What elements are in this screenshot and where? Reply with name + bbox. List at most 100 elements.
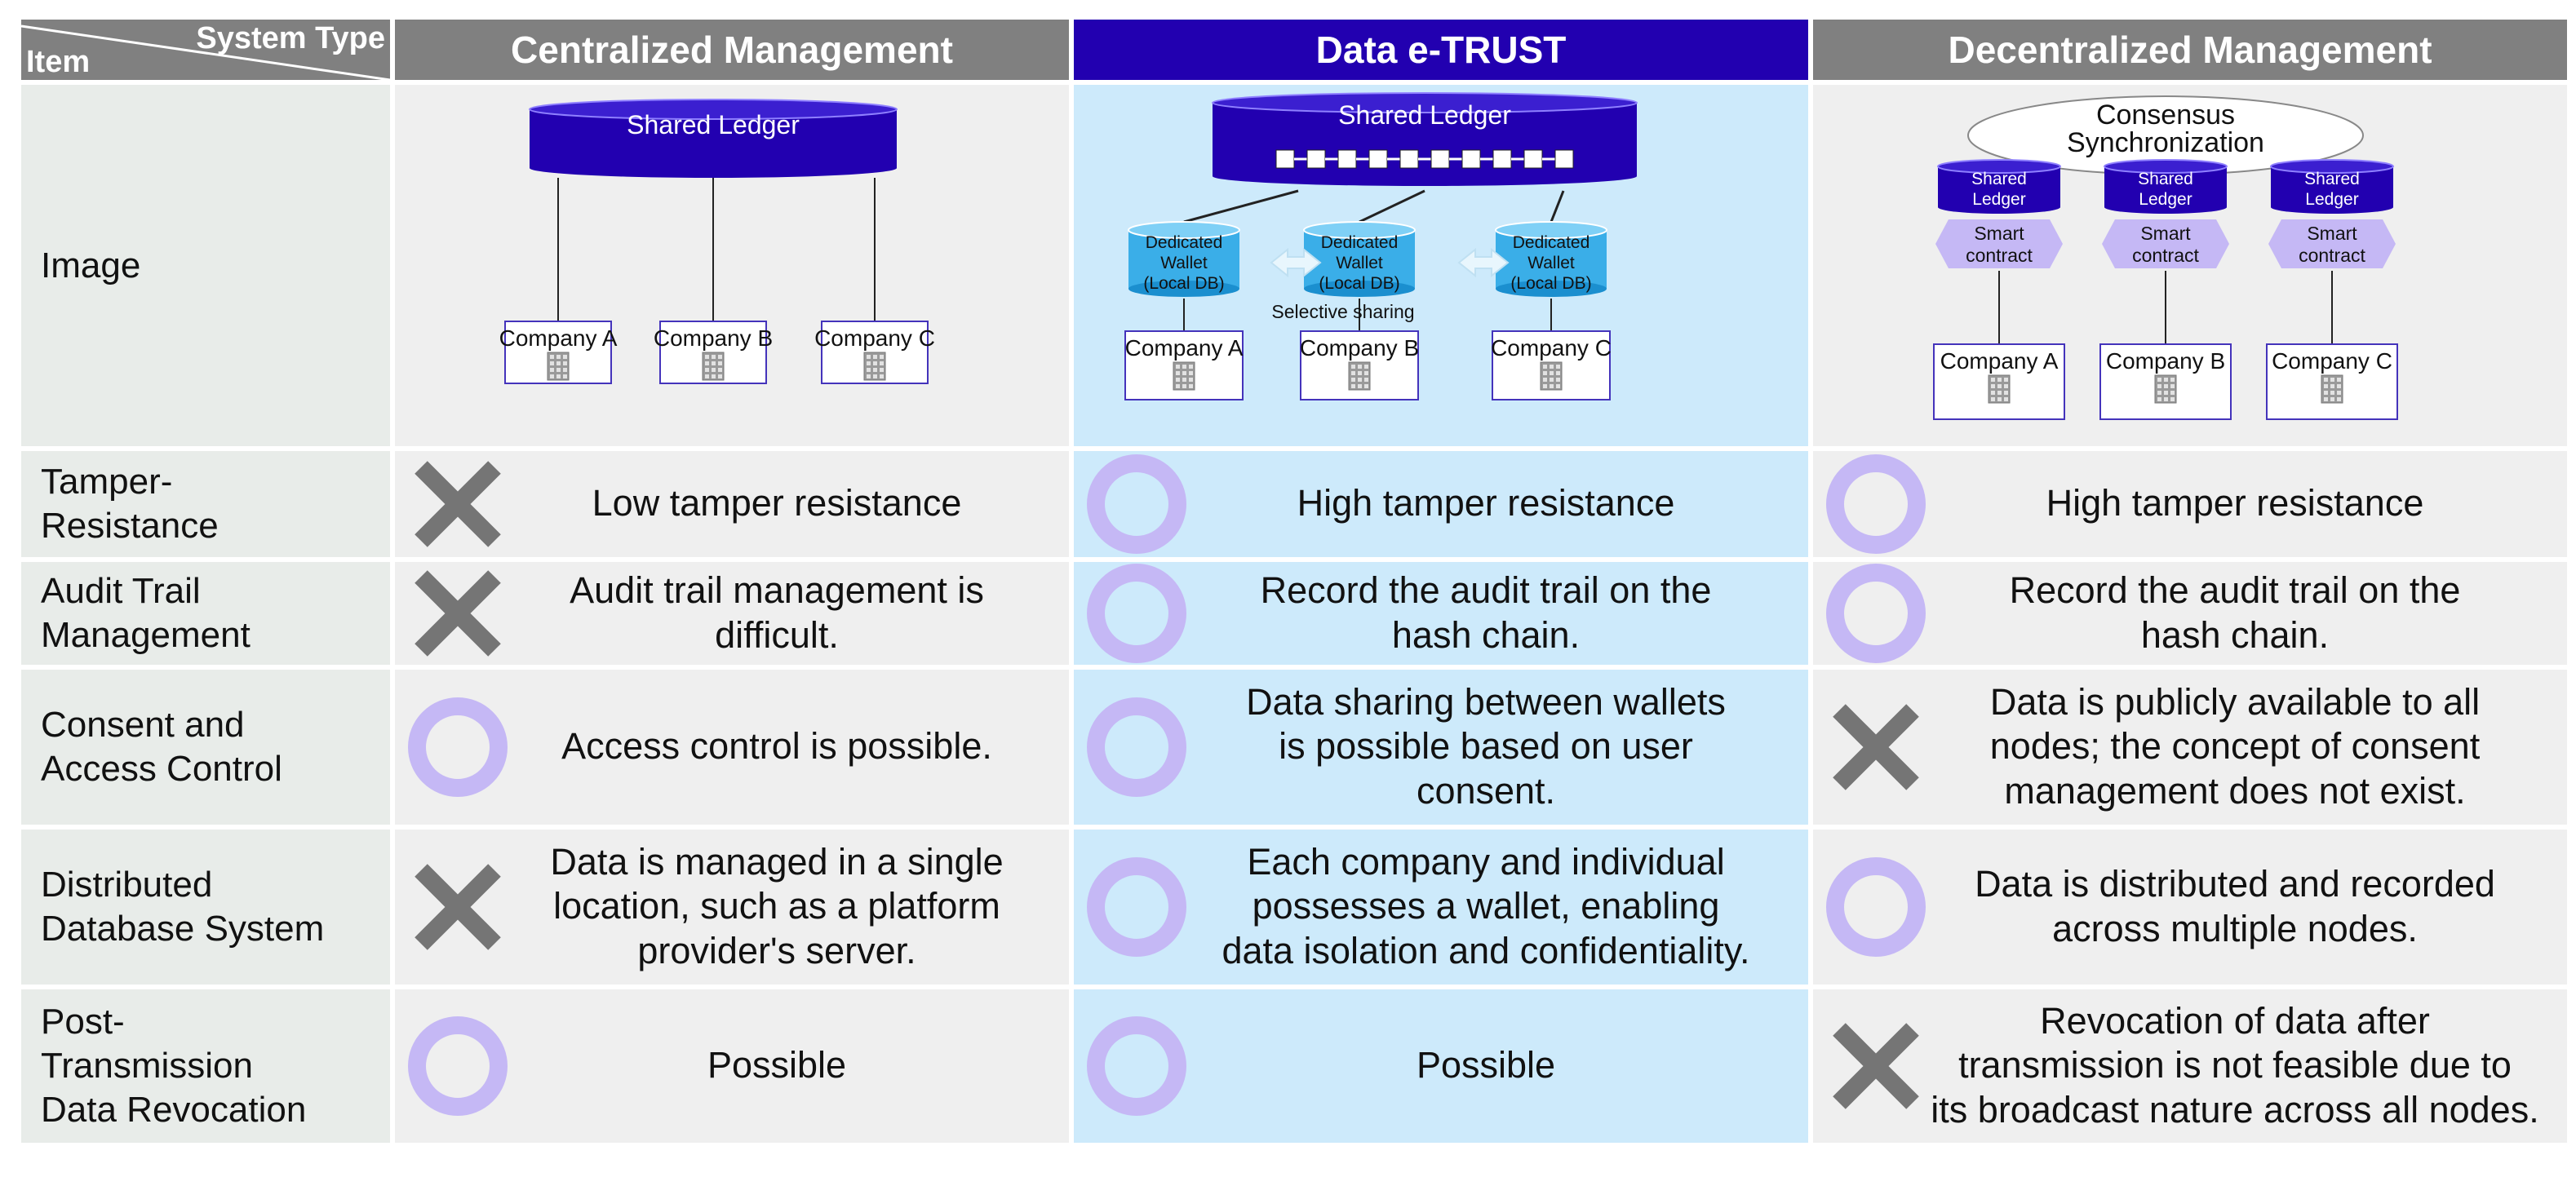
system-type-label: System Type (196, 21, 385, 55)
circle-mark-icon (1826, 563, 1926, 663)
node-2-ledger-line-0: Shared (2304, 170, 2360, 188)
circle-mark-icon (408, 697, 508, 797)
row-label-line: Management (41, 614, 251, 655)
company-box-0-building-icon (1988, 374, 2011, 404)
node-0-contract (1935, 219, 2063, 268)
circle-mark-icon (1826, 454, 1926, 554)
shared-ledger (529, 99, 898, 178)
selective-sharing-label: Selective sharing (1271, 301, 1414, 322)
row-label-line: Transmission (41, 1046, 253, 1086)
node-0-contract-line-1: contract (1966, 245, 2033, 266)
cell-text-line: location, such as a platform (553, 885, 1000, 927)
cell-text: High tamper resistance (1074, 481, 1808, 526)
item-label: Item (26, 45, 91, 79)
cell-text-line: Record the audit trail on the (1260, 569, 1712, 611)
wallet-1-line-2: (Local DB) (1319, 274, 1399, 293)
circle-mark-icon (1087, 563, 1186, 663)
header-corner: System Type Item (21, 20, 390, 80)
node-2-contract-line-0: Smart (2307, 223, 2357, 244)
cross-mark-icon (1833, 704, 1919, 790)
cell-text-line: data isolation and confidentiality. (1221, 930, 1750, 972)
cell-text-line: Each company and individual (1247, 840, 1725, 883)
shared-ledger (1212, 92, 1638, 186)
comparison-table: System Type Item Centralized Management … (16, 15, 2572, 1148)
circle-mark-icon (1087, 1015, 1186, 1116)
ledger-wallet-line-1 (1359, 189, 1425, 223)
wallet-2-line-0: Dedicated (1513, 233, 1590, 252)
node-1-contract (2102, 219, 2229, 268)
header-row: System Type Item Centralized Management … (21, 20, 2567, 80)
cell-centralized: Access control is possible. (395, 669, 1069, 825)
cell-text-line: Possible (1416, 1044, 1556, 1086)
cell-data-e-trust: Possible (1074, 989, 1808, 1143)
cell-text-line: transmission is not feasible due to (1958, 1044, 2512, 1086)
company-box-2-building-icon (1540, 361, 1563, 391)
ledger-wallet-line-2 (1550, 190, 1565, 223)
company-box-1-label: Company B (1300, 335, 1419, 361)
company-box-0: Company A (499, 321, 618, 384)
sharing-arrow-0 (1270, 247, 1322, 278)
cell-text-line: consent. (1416, 770, 1556, 812)
company-box-2-label: Company C (814, 325, 935, 351)
cell-text: Access control is possible. (395, 724, 1069, 769)
cell-text-line: management does not exist. (2004, 770, 2466, 812)
node-0-contract-line-0: Smart (1974, 223, 2024, 244)
cell-text-line: High tamper resistance (1297, 482, 1675, 524)
node-2-ledger-line-1: Ledger (2305, 190, 2358, 209)
node-1-ledger-line-1: Ledger (2139, 190, 2192, 209)
cell-text-line: Possible (707, 1044, 847, 1086)
company-box-1-building-icon (1348, 361, 1371, 391)
cell-text-line: Data is publicly available to all (1989, 680, 2481, 723)
cell-text-line: nodes; the concept of consent (1989, 725, 2481, 768)
header-centralized: Centralized Management (395, 20, 1069, 80)
cell-text-line: Data is managed in a single (550, 840, 1004, 883)
company-box-0-label: Company A (499, 325, 618, 351)
cell-text: Low tamper resistance (395, 481, 1069, 526)
wallet-0-line-2: (Local DB) (1143, 274, 1224, 293)
node-1-ledger-line-0: Shared (2138, 170, 2193, 188)
company-box-0-building-icon (547, 352, 570, 381)
corner-diagonal (21, 24, 390, 80)
company-box-1-building-icon (702, 352, 725, 381)
node-0-ledger-line-0: Shared (1971, 170, 2027, 188)
cell-text-line: across multiple nodes. (2052, 907, 2418, 949)
company-box-2: Company C (1491, 330, 1612, 400)
company-box-1: Company B (654, 321, 773, 384)
node-2-contract-line-1: contract (2299, 245, 2365, 266)
cell-text-line: High tamper resistance (2046, 482, 2424, 524)
cell-text-line: difficult. (715, 613, 839, 656)
wallet-0-line-1: Wallet (1160, 254, 1208, 272)
cell-text-line: hash chain. (1391, 613, 1581, 656)
cell-text-line: Data sharing between wallets (1246, 680, 1726, 723)
row-label-line: Distributed (41, 865, 213, 905)
cross-mark-icon (415, 864, 501, 950)
consensus-line-0: Consensus (2096, 100, 2235, 131)
cell-text: Possible (1074, 1043, 1808, 1088)
cell-text-line: provider's server. (637, 930, 916, 972)
node-1-contract-line-1: contract (2132, 245, 2199, 266)
circle-mark-icon (1087, 697, 1186, 797)
cell-text-line: Revocation of data after (2040, 999, 2430, 1042)
wallet-1-line-0: Dedicated (1321, 233, 1399, 252)
company-box-0-label: Company A (1940, 348, 2059, 374)
